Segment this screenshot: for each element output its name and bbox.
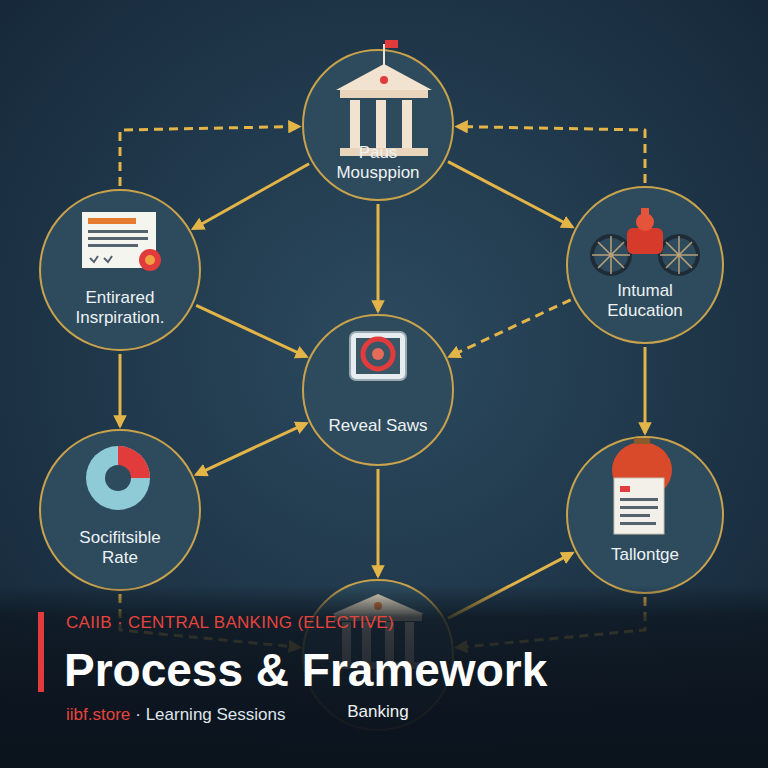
node-label: Reveal Saws [322,416,435,436]
node-label-group: Paus Mousppion [322,143,435,183]
tablet-icon [350,332,406,380]
site-label: iibf.store [66,705,130,725]
session-label: · Learning Sessions [135,705,285,725]
node-label: Entirared Insrpiration. [60,288,180,328]
flow-arrow [196,305,306,356]
flow-arrow [193,164,309,229]
node-label-group: Banking [322,702,435,722]
node-label: Paus Mousppion [322,143,435,183]
process-circle: Reveal Saws [303,315,453,465]
node-label-group: Entirared Insrpiration. [60,288,180,328]
node-label: Intumal Education [587,281,704,321]
process-circle: Tallontge [567,437,723,593]
flow-arrow [377,204,380,311]
flow-arrow [196,423,306,474]
node-label: Tallontge [587,545,704,565]
flow-arrow [644,347,647,433]
process-circle: Paus Mousppion [303,50,453,200]
temple-icon [336,40,432,156]
document-icon [82,212,161,271]
process-circle: Socifitsible Rate [40,430,200,590]
flow-arrow [450,300,571,357]
process-circle: Entirared Insrpiration. [40,190,200,350]
flow-arrow [120,127,299,187]
process-circle: Intumal Education [567,187,723,343]
wheels-icon [592,208,698,274]
flow-arrow [377,469,380,576]
node-label-group: Socifitsible Rate [60,528,180,568]
node-label: Banking [322,702,435,722]
footer-row: iibf.store · Learning Sessions [66,705,286,725]
accent-bar [38,612,44,692]
node-label-group: Tallontge [587,545,704,565]
diagram-title: Process & Framework [64,643,547,697]
flow-arrow [457,127,645,184]
flow-arrow [448,162,572,227]
course-label: CAIIB · CENTRAL BANKING (ELECTIVE) [66,613,394,633]
node-label-group: Intumal Education [587,281,704,321]
node-label: Socifitsible Rate [60,528,180,568]
caption-band: CAIIB · CENTRAL BANKING (ELECTIVE) Proce… [0,585,768,768]
pie-chart-icon [86,446,150,510]
node-label-group: Reveal Saws [322,416,435,436]
lantern-icon [612,438,672,534]
flow-arrow [119,354,122,426]
